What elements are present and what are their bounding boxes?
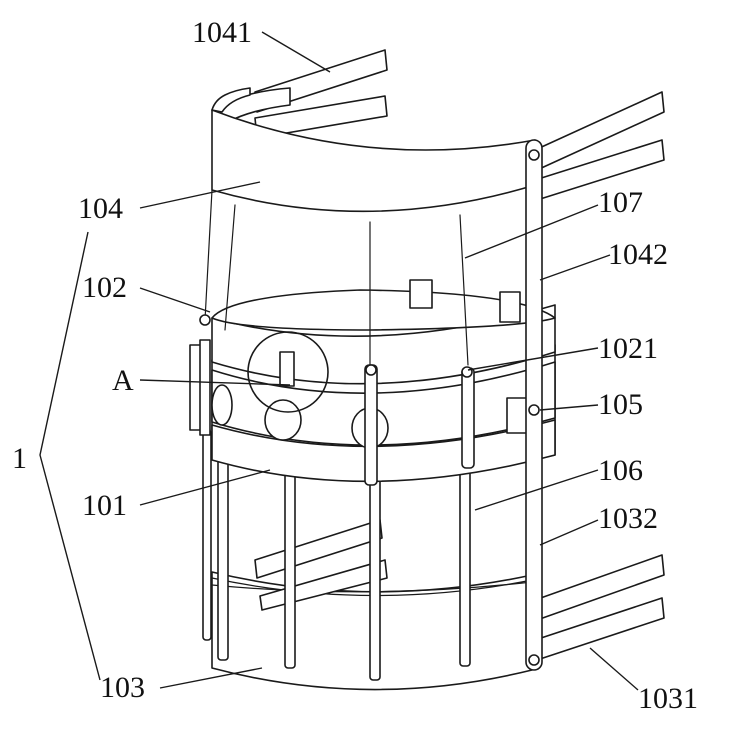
bottom-rails-1031 <box>534 554 665 661</box>
label-1041: 1041 <box>192 16 252 49</box>
labels: 1041 104 107 1042 102 1021 A 105 1 106 1… <box>12 16 698 715</box>
label-1021: 1021 <box>598 332 658 365</box>
label-107: 107 <box>598 186 643 219</box>
label-103: 103 <box>100 671 145 704</box>
cables-107 <box>204 189 469 366</box>
label-1: 1 <box>12 442 27 475</box>
label-1042: 1042 <box>608 238 668 271</box>
detail-circle-A <box>247 331 329 413</box>
label-1031: 1031 <box>638 682 698 715</box>
label-102: 102 <box>82 271 127 304</box>
vertical-rods-101 <box>202 429 471 681</box>
top-band-104 <box>211 87 536 213</box>
label-1032: 1032 <box>598 502 658 535</box>
right-upper-rails <box>534 91 665 201</box>
side-post-1032 <box>525 139 543 671</box>
detail-block-A <box>279 351 295 387</box>
label-101: 101 <box>82 489 127 522</box>
label-105: 105 <box>598 388 643 421</box>
label-104: 104 <box>78 192 123 225</box>
leader-lines <box>39 31 639 691</box>
label-A: A <box>112 364 134 397</box>
inner-rods-106 <box>199 314 475 486</box>
label-106: 106 <box>598 454 643 487</box>
